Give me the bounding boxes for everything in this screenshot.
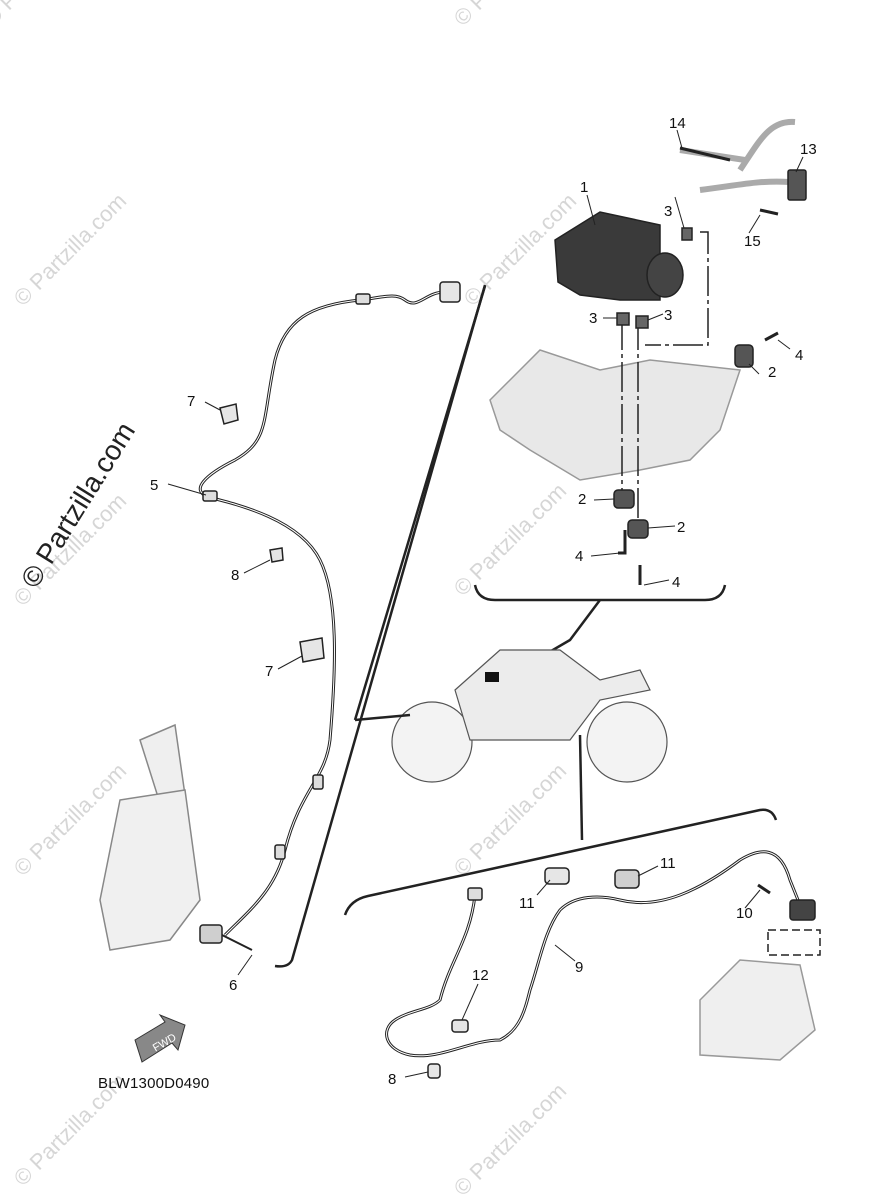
front-wheel-sensor bbox=[199, 924, 223, 944]
damper-2-top bbox=[734, 344, 754, 368]
callout-9: 9 bbox=[575, 959, 583, 976]
clamp-11-left bbox=[544, 867, 570, 885]
unit-bracket bbox=[489, 349, 742, 481]
watermark-text: © Partzilla.com bbox=[449, 1078, 572, 1200]
lead-connector bbox=[439, 281, 461, 303]
guide-line bbox=[645, 231, 709, 346]
sensor-lead-wire bbox=[198, 290, 446, 937]
callout-10: 10 bbox=[736, 905, 753, 922]
callout-3-right: 3 bbox=[664, 307, 672, 324]
callout-2-mid: 2 bbox=[578, 491, 586, 508]
brake-pipe-lower bbox=[699, 178, 791, 193]
rear-wheel bbox=[586, 701, 668, 783]
bolt-4-top bbox=[764, 331, 779, 342]
pressure-sensor-13 bbox=[787, 169, 807, 201]
diagram-code: BLW1300D0490 bbox=[98, 1075, 210, 1092]
holder-12 bbox=[451, 1019, 469, 1033]
callout-12: 12 bbox=[472, 967, 489, 984]
clamp-7-lower bbox=[299, 637, 325, 663]
callout-8-bottom: 8 bbox=[388, 1071, 396, 1088]
callout-labels: 1 3 3 3 2 4 2 2 4 4 7 5 8 7 6 13 14 15 1… bbox=[150, 115, 817, 1088]
collar-3-left bbox=[616, 312, 630, 326]
motorcycle-body bbox=[454, 649, 651, 741]
hydraulic-unit-body bbox=[554, 211, 661, 301]
panel-divider-curve-top bbox=[473, 584, 727, 602]
abs-location-marker bbox=[485, 672, 499, 682]
callout-6: 6 bbox=[229, 977, 237, 994]
watermark-text: © Partzilla.com bbox=[9, 188, 132, 311]
watermark-text: © Partzilla.com bbox=[449, 478, 572, 601]
sensor-guide-box bbox=[767, 929, 821, 956]
rear-sensor-lead-highlight bbox=[386, 851, 801, 1057]
hydraulic-unit-group bbox=[473, 118, 807, 677]
clamp-8-left bbox=[269, 547, 284, 563]
callout-leaders bbox=[167, 129, 804, 1078]
rear-sensor-lead-group bbox=[343, 808, 821, 1079]
callout-3-left: 3 bbox=[589, 310, 597, 327]
collar-3-right bbox=[635, 315, 649, 329]
callout-5: 5 bbox=[150, 477, 158, 494]
callout-1: 1 bbox=[580, 179, 588, 196]
lead-grommet bbox=[312, 774, 324, 790]
rear-lead-connector bbox=[467, 887, 483, 901]
callout-7-top: 7 bbox=[187, 393, 195, 410]
motorcycle-reference bbox=[353, 285, 668, 841]
watermark-text: © Partzilla.com bbox=[449, 0, 572, 31]
fork-bottom-case bbox=[99, 789, 201, 951]
lead-grommet bbox=[274, 844, 286, 860]
callout-11-right: 11 bbox=[660, 855, 676, 872]
rear-caliper-bracket bbox=[699, 959, 816, 1061]
lead-grommet bbox=[202, 490, 218, 502]
front-sensor-lead-group bbox=[99, 281, 487, 968]
bolt-6 bbox=[221, 934, 253, 951]
front-wheel bbox=[391, 701, 473, 783]
damper-2-mid bbox=[613, 489, 635, 509]
clamp-11-right bbox=[614, 869, 640, 889]
lead-grommet bbox=[355, 293, 371, 305]
hydraulic-unit-motor bbox=[646, 252, 684, 298]
callout-3-top: 3 bbox=[664, 203, 672, 220]
bolt-14 bbox=[679, 146, 731, 162]
panel-divider-curve-bottom bbox=[343, 808, 778, 916]
callout-11-left: 11 bbox=[519, 895, 535, 912]
callout-15: 15 bbox=[744, 233, 761, 250]
panel-divider-line bbox=[274, 284, 487, 968]
fwd-arrow: FWD bbox=[134, 1013, 186, 1063]
callout-4-top: 4 bbox=[795, 347, 803, 364]
brake-pipe-upper bbox=[679, 118, 796, 172]
callout-4-mid: 4 bbox=[575, 548, 583, 565]
callout-14: 14 bbox=[669, 115, 686, 132]
sensor-lead-wire-highlight bbox=[199, 291, 446, 936]
watermark-text: © Partzilla.com bbox=[0, 0, 101, 31]
callout-8-left: 8 bbox=[231, 567, 239, 584]
callout-2-top: 2 bbox=[768, 364, 776, 381]
damper-2-low bbox=[627, 519, 649, 539]
leader-rear bbox=[578, 734, 584, 841]
callout-7-lower: 7 bbox=[265, 663, 273, 680]
callout-13: 13 bbox=[800, 141, 817, 158]
leader-front bbox=[353, 285, 487, 721]
clamp-8-bottom bbox=[427, 1063, 441, 1079]
fwd-arrow-shape bbox=[134, 1013, 186, 1063]
bolt-10 bbox=[757, 883, 771, 895]
callout-2-low: 2 bbox=[677, 519, 685, 536]
watermark-text: © Partzilla.com bbox=[449, 758, 572, 881]
collar-3-top bbox=[681, 227, 693, 241]
leader-front-end bbox=[354, 713, 411, 722]
clamp-7-top bbox=[219, 403, 239, 425]
bolt-15 bbox=[759, 208, 779, 216]
rear-wheel-sensor bbox=[789, 899, 816, 921]
bolt-4-mid bbox=[618, 530, 627, 555]
callout-4-low: 4 bbox=[672, 574, 680, 591]
